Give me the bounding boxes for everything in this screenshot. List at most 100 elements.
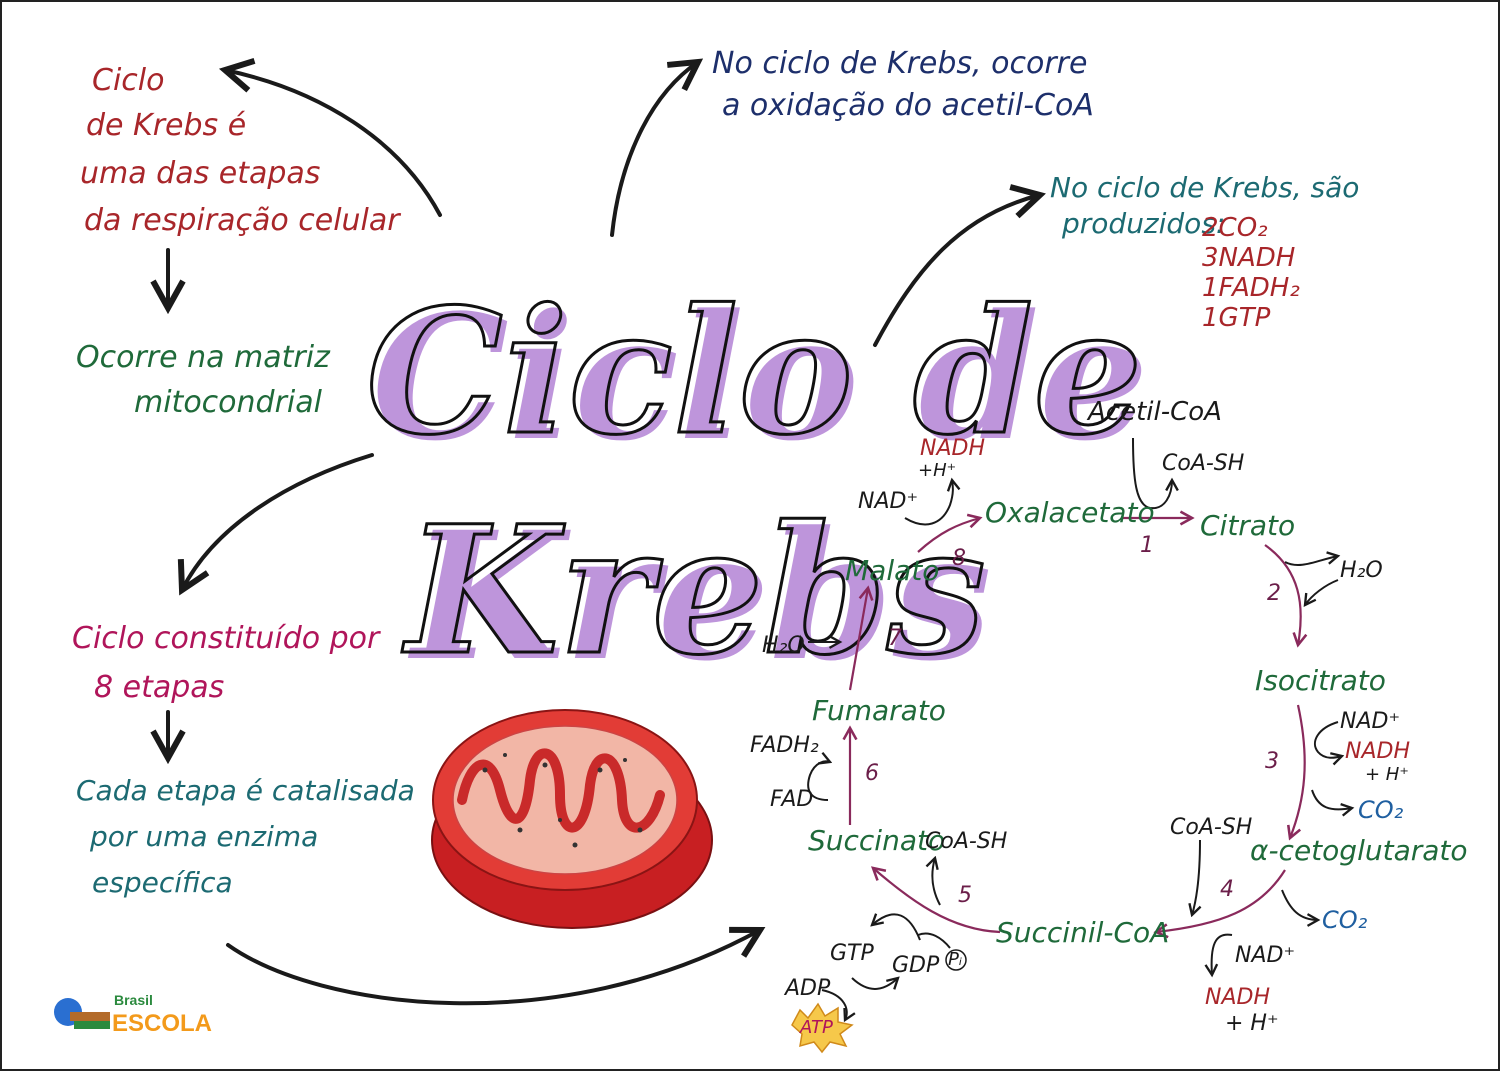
note-matriz-line1: Ocorre na matriz <box>76 340 331 375</box>
label-gdp: GDP <box>892 953 940 978</box>
label-pi: Pᵢ <box>948 949 962 970</box>
label-coa-sh-top: CoA-SH <box>1162 451 1244 476</box>
label-co2-bottom: CO₂ <box>1322 906 1368 934</box>
label-nad-left: NAD⁺ <box>858 489 918 514</box>
cofactors-black: Acetil-CoA CoA-SH H₂O NAD⁺ + H⁺ CoA-SH N… <box>750 397 1409 1036</box>
arrow-co2-3 <box>1311 789 1352 809</box>
connector-3 <box>1290 704 1306 838</box>
label-h2o-left: H₂O <box>762 633 805 658</box>
label-fadh2: FADH₂ <box>750 733 819 758</box>
arrow-to-produzidos <box>873 195 1040 347</box>
step-4: 4 <box>1220 877 1234 902</box>
produzidos-gtp: 1GTP <box>1202 303 1271 333</box>
logo-text-escola: ESCOLA <box>112 1010 212 1037</box>
label-cetoglutarato: α-cetoglutarato <box>1250 834 1468 867</box>
arrow-to-etapa <box>225 70 442 217</box>
note-etapa-line3: uma das etapas <box>80 156 320 191</box>
label-nadh-left: NADH <box>920 436 985 461</box>
step-6: 6 <box>865 761 879 786</box>
label-isocitrato: Isocitrato <box>1255 664 1386 697</box>
step-8: 8 <box>952 546 966 571</box>
arrow-nad-4 <box>1212 933 1233 975</box>
note-etapa-line4: da respiração celular <box>84 203 401 238</box>
mitochondrion-illustration <box>431 709 713 929</box>
arrow-nad-3 <box>1313 721 1342 758</box>
atp-burst-icon <box>791 1002 854 1054</box>
arrow-pi-5 <box>917 932 951 949</box>
arrow-acetil-in <box>1132 437 1172 510</box>
step-3: 3 <box>1265 749 1279 774</box>
label-acetil-coa: Acetil-CoA <box>1086 397 1222 427</box>
note-enzima: Cada etapa é catalisada por uma enzima e… <box>76 774 415 899</box>
label-coa-sh-right: CoA-SH <box>1170 815 1252 840</box>
note-etapa-line2: de Krebs é <box>86 108 246 143</box>
label-citrato: Citrato <box>1200 509 1295 542</box>
note-etapa: Ciclo de Krebs é uma das etapas da respi… <box>80 63 401 238</box>
logo-books-icon <box>70 1012 110 1021</box>
note-produzidos: No ciclo de Krebs, são produzidos: <box>1050 171 1359 240</box>
title-line1: Ciclo de <box>366 270 1143 473</box>
arrow-to-cycle <box>226 930 760 1006</box>
connector-2 <box>1264 544 1301 645</box>
note-oxidacao-line1: No ciclo de Krebs, ocorre <box>712 46 1087 81</box>
arrow-gdp-gtp <box>851 978 898 990</box>
note-etapa-line1: Ciclo <box>92 63 164 98</box>
arrow-fad-6 <box>807 761 830 801</box>
label-h2o-right: H₂O <box>1340 558 1383 583</box>
label-hplus-right: + H⁺ <box>1365 764 1409 785</box>
note-matriz: Ocorre na matriz mitocondrial <box>76 340 331 420</box>
connector-5 <box>873 868 1001 934</box>
note-oito-line1: Ciclo constituído por <box>72 621 381 656</box>
label-nad-right: NAD⁺ <box>1340 709 1400 734</box>
note-oxidacao-line2: a oxidação do acetil-CoA <box>722 88 1094 123</box>
main-title: Ciclo de Ciclo de Krebs Krebs <box>365 269 1149 701</box>
brasil-escola-logo: Brasil ESCOLA <box>54 992 212 1037</box>
produzidos-nadh: 3NADH <box>1202 243 1295 273</box>
cofactors-red: NADH NADH NADH <box>920 436 1410 1010</box>
label-succinil-coa: Succinil-CoA <box>996 916 1169 949</box>
arrow-to-oito-etapas <box>182 453 374 590</box>
note-produzidos-line1: No ciclo de Krebs, são <box>1050 171 1359 204</box>
label-nadh-bottom: NADH <box>1205 985 1270 1010</box>
side-arrows <box>807 437 1352 1020</box>
arrow-co2-4 <box>1281 889 1318 920</box>
note-oito-etapas: Ciclo constituído por 8 etapas <box>72 621 381 705</box>
label-succinato: Succinato <box>808 824 945 857</box>
label-coa-sh-succinato: CoA-SH <box>925 829 1007 854</box>
cofactors-blue: CO₂ CO₂ <box>1322 796 1404 934</box>
label-co2-right: CO₂ <box>1358 796 1404 824</box>
produzidos-fadh2: 1FADH₂ <box>1202 273 1300 303</box>
label-adp: ADP <box>783 976 831 1001</box>
connector-7 <box>848 588 868 691</box>
title-line2: Krebs <box>401 487 986 694</box>
note-oito-line2: 8 etapas <box>94 670 224 705</box>
step-7: 7 <box>888 626 902 651</box>
label-atp: ATP <box>799 1017 833 1038</box>
arrow-nad-8 <box>904 480 953 526</box>
connector-8 <box>917 518 980 553</box>
produzidos-co2: 2CO₂ <box>1202 213 1268 243</box>
mito-granules <box>482 753 643 848</box>
label-nadh-right: NADH <box>1345 739 1410 764</box>
label-fad: FAD <box>770 787 813 812</box>
label-oxalacetato: Oxalacetato <box>985 496 1155 529</box>
label-malato: Malato <box>845 554 939 587</box>
step-numbers: 1 2 3 4 5 6 7 8 <box>865 533 1281 908</box>
label-gtp: GTP <box>830 941 874 966</box>
step-2: 2 <box>1267 581 1281 606</box>
title-line1-shadow: Ciclo de <box>372 276 1149 479</box>
step-1: 1 <box>1140 533 1154 558</box>
label-hplus-left: +H⁺ <box>918 460 956 481</box>
cycle-connectors <box>850 518 1305 932</box>
metabolites: Oxalacetato Citrato Isocitrato α-cetoglu… <box>808 496 1468 949</box>
pi-circle <box>945 949 967 971</box>
note-produzidos-line2: produzidos: <box>1061 207 1225 240</box>
label-nad-bottom: NAD⁺ <box>1235 943 1295 968</box>
arrow-adp-atp <box>821 989 847 1020</box>
atp-burst: ATP <box>791 1002 854 1054</box>
arrow-to-oxidacao <box>610 62 698 237</box>
main-arrows <box>168 62 1040 1006</box>
